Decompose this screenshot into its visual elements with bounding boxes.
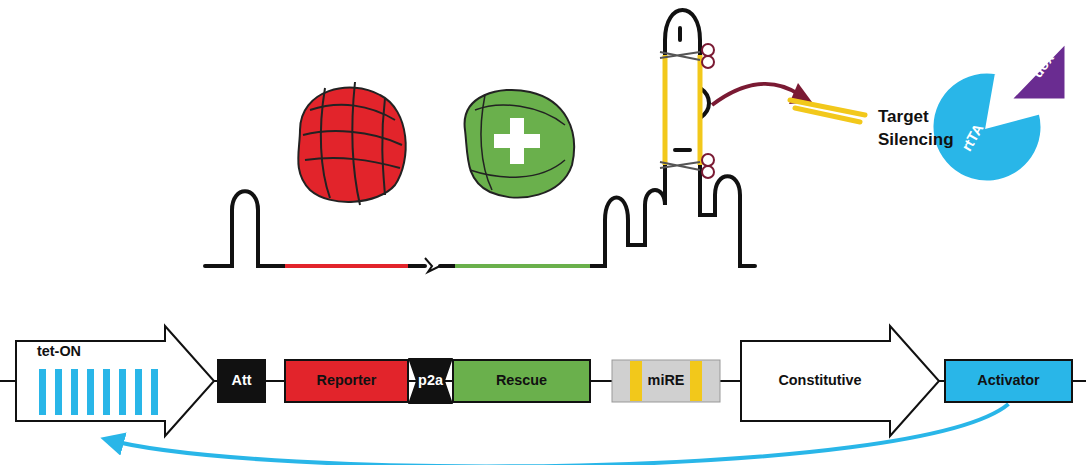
- node-label: Constitutive: [740, 373, 900, 389]
- rescue-protein: [465, 90, 575, 198]
- arrow-outline: [16, 326, 214, 436]
- drawing-part: [470, 95, 565, 190]
- box-outline: [612, 360, 720, 402]
- drawing-part: [675, 28, 690, 150]
- att-site: Att: [218, 360, 265, 402]
- constitutive-promoter: Constitutive: [740, 325, 940, 437]
- p2a-element: p2a: [408, 358, 453, 404]
- text-wrap: Activator: [945, 373, 1072, 389]
- drawing-part: [382, 98, 385, 195]
- reporter-gene: Reporter: [285, 360, 408, 402]
- box-outline: [408, 358, 453, 404]
- operator-stripe: [71, 369, 78, 415]
- text-wrap: Rescue: [453, 373, 590, 389]
- box-outline: [945, 360, 1072, 402]
- annotation-label: Target Silencing: [878, 106, 970, 152]
- operator-stripe: [151, 369, 158, 415]
- dox-molecule: dox: [1008, 40, 1068, 102]
- text-wrap: dox: [1014, 56, 1074, 74]
- drawing-part: [205, 191, 285, 266]
- promoter-arrow: tet-ON: [15, 325, 215, 437]
- box-outline: [218, 360, 265, 402]
- drawing-part: [702, 154, 714, 166]
- drawing-part: [660, 162, 700, 170]
- operator-stripe: [39, 369, 46, 415]
- text-wrap: tet-ON: [15, 344, 237, 360]
- node-shape: [15, 325, 215, 437]
- silencing-arrow: [712, 84, 800, 105]
- drawing-part: [303, 82, 402, 205]
- reporter-rna: [285, 264, 408, 268]
- drawing-part: [795, 108, 860, 122]
- text-wrap: Reporter: [285, 373, 408, 389]
- drawing-part: [481, 95, 492, 190]
- text-wrap: miRE: [612, 373, 720, 389]
- node-label: Att: [218, 373, 265, 389]
- rescue-rna: [455, 264, 590, 268]
- mirna-duplex: [665, 55, 700, 165]
- text-wrap: Att: [218, 373, 265, 389]
- dicer-scissors: [660, 44, 714, 178]
- box-outline: [453, 360, 590, 402]
- ligand-outline: [1010, 42, 1066, 100]
- drawing-part: [702, 166, 714, 178]
- operator-stripe: [55, 369, 62, 415]
- mire-element: miRE: [612, 360, 720, 402]
- node-label: Rescue: [453, 373, 590, 389]
- node-label: Reporter: [285, 373, 408, 389]
- rescue-gene: Rescue: [453, 360, 590, 402]
- drawing-part: [660, 52, 700, 60]
- node-label: Activator: [945, 373, 1072, 389]
- mirna-stripe: [630, 361, 642, 401]
- reporter-protein: [298, 82, 405, 205]
- box-outline: [285, 360, 408, 402]
- node-label: p2a: [408, 373, 453, 389]
- drawing-part: [698, 55, 703, 165]
- node-label: tet-ON: [37, 344, 237, 360]
- mirna-stripe: [690, 361, 702, 401]
- text-wrap: p2a: [408, 373, 453, 389]
- arrow-outline: [741, 326, 939, 436]
- drawing-part: [663, 55, 668, 165]
- drawing-part: [321, 88, 330, 198]
- activator-gene: Activator: [945, 360, 1072, 402]
- operator-stripe: [135, 369, 142, 415]
- operator-stripe: [119, 369, 126, 415]
- sirna: [790, 100, 865, 122]
- drawing-part: [352, 82, 360, 205]
- drawing-part: [465, 90, 575, 198]
- drawing-part: [702, 56, 714, 68]
- break-mark: [425, 258, 440, 272]
- operator-stripe: [87, 369, 94, 415]
- mrna-transcript: [205, 10, 755, 266]
- operator-stripe: [103, 369, 110, 415]
- node-label: miRE: [612, 373, 720, 389]
- drawing-part: [590, 10, 755, 266]
- drawing-part: [494, 134, 540, 148]
- text-wrap: Constitutive: [740, 373, 900, 389]
- drawing-part: [702, 44, 714, 56]
